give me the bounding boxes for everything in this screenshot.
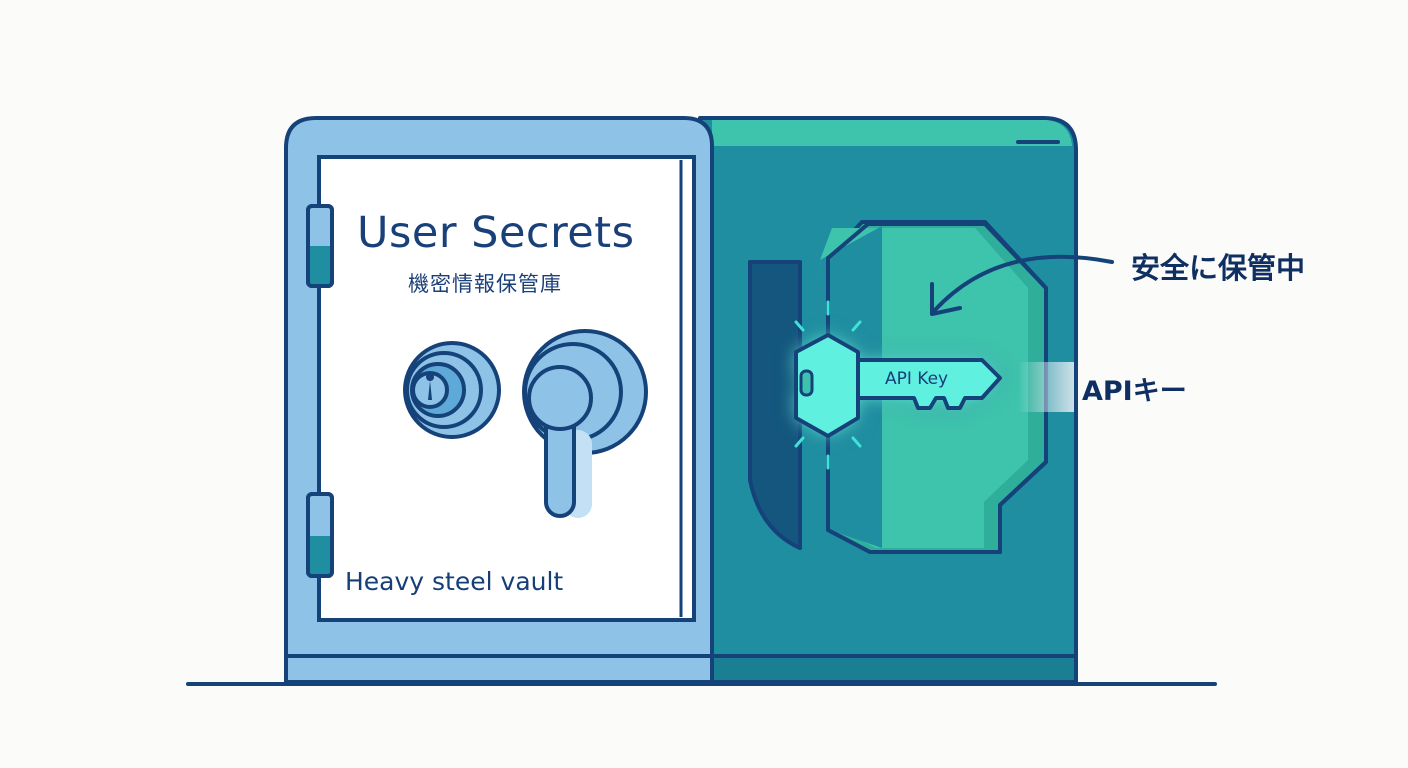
door-caption: Heavy steel vault (345, 567, 564, 596)
key-label: API Key (885, 369, 949, 389)
sparkle-lines (794, 300, 862, 470)
door-hinges (306, 204, 334, 578)
curved-arrow-icon (930, 254, 1114, 316)
vault-subtitle: 機密情報保管庫 (408, 272, 562, 296)
key-icon (794, 333, 1002, 438)
stored-annotation: 安全に保管中 (1131, 251, 1306, 285)
combination-dial-icon (403, 341, 501, 439)
api-key-annotation: APIキー (1082, 376, 1187, 407)
label-fade (1018, 362, 1074, 412)
door-handle-icon (522, 329, 648, 518)
vault-title: User Secrets (357, 208, 635, 258)
